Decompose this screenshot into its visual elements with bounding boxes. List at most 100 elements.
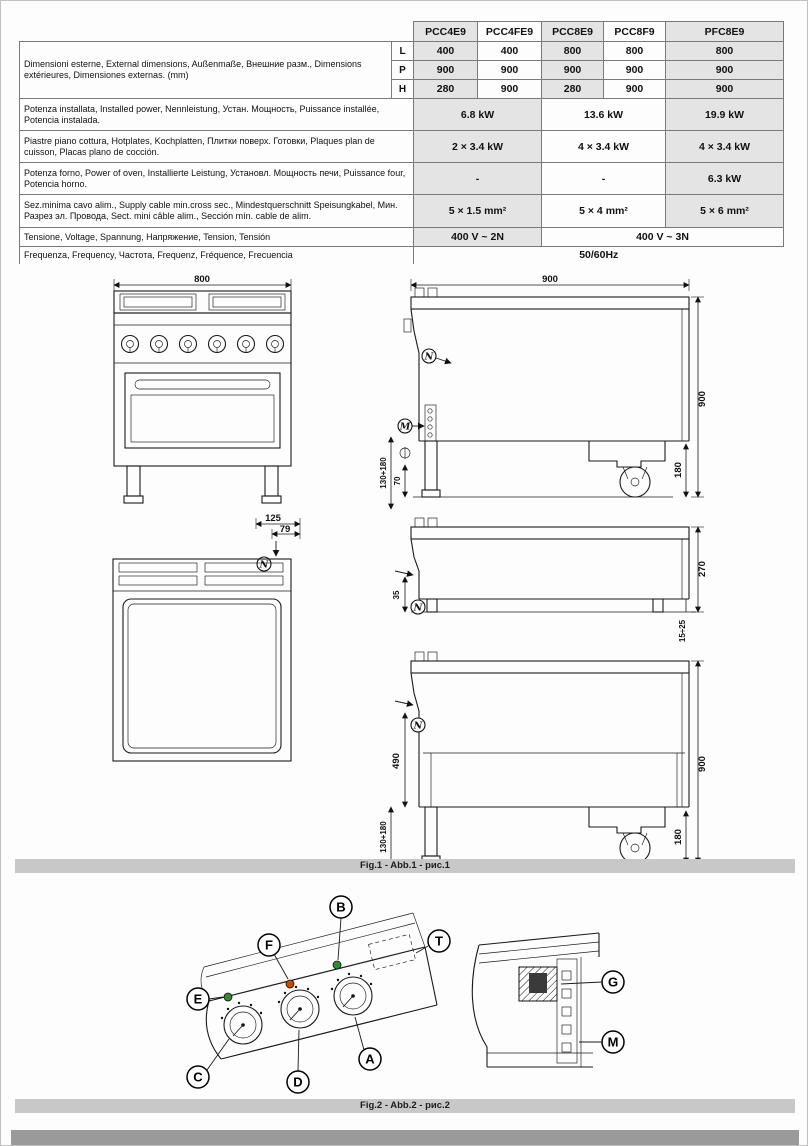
model-column-header: PCC4E9 <box>413 21 478 42</box>
spec-row-label-installed-power: Potenza installata, Installed power, Nen… <box>19 98 414 131</box>
spec-value-cell: 5 × 4 mm² <box>541 194 666 228</box>
spec-value-cell: 900 <box>541 60 604 80</box>
spec-value-cell: 900 <box>413 60 478 80</box>
spec-value-cell: 13.6 kW <box>541 98 666 131</box>
dimension-label: 70 <box>393 476 402 485</box>
svg-text:F: F <box>265 938 273 953</box>
marker-n: N <box>421 348 452 365</box>
callout-m: M <box>579 1030 625 1054</box>
dimension-label: 900 <box>697 756 708 772</box>
callout-t: T <box>415 929 451 954</box>
spec-value-cell: 5 × 1.5 mm² <box>413 194 542 228</box>
fig1-side-view-b: 270 15÷25 35 N <box>392 517 708 642</box>
element-core <box>529 973 547 993</box>
svg-text:M: M <box>608 1035 619 1050</box>
fig2-control-panel: B F T E C D A <box>186 895 451 1094</box>
svg-text:N: N <box>424 352 434 363</box>
marker-m: M <box>397 418 425 434</box>
dimension-label: 490 <box>391 753 402 769</box>
dimension-label: 180 <box>673 462 684 478</box>
fig1-top-view: 125 79 N <box>112 513 301 762</box>
dimension-key: P <box>391 60 414 80</box>
spec-value-cell: 800 <box>665 41 784 61</box>
dimension-label: 125 <box>265 513 282 524</box>
spec-value-cell: - <box>413 162 542 195</box>
svg-text:M: M <box>399 422 411 433</box>
spec-row-label-voltage: Tensione, Voltage, Spannung, Напряжение,… <box>19 227 414 247</box>
callout-d: D <box>286 1029 310 1094</box>
marker-n: N <box>256 556 272 572</box>
dimension-label: 130+180 <box>379 821 388 853</box>
header-spacer <box>20 22 414 42</box>
dimension-key: L <box>391 41 414 61</box>
model-column-header: PCC8F9 <box>603 21 666 42</box>
svg-text:T: T <box>435 934 443 949</box>
callout-e: E <box>186 987 224 1011</box>
dimension-label: 800 <box>194 274 210 285</box>
dimension-label: 180 <box>673 829 684 845</box>
spec-value-cell: 400 V ~ 3N <box>541 227 784 247</box>
spec-row-label-hotplates: Piastre piano cottura, Hotplates, Kochpl… <box>19 130 414 163</box>
spec-value-cell: 4 × 3.4 kW <box>541 130 666 163</box>
svg-text:N: N <box>413 721 423 732</box>
dimension-key: H <box>391 79 414 99</box>
spec-row-label-frequency: Frequenza, Frequency, Частота, Frequenz,… <box>19 246 414 264</box>
spec-value-cell: 5 × 6 mm² <box>665 194 784 228</box>
svg-text:C: C <box>193 1070 203 1085</box>
spec-value-cell: 800 <box>541 41 604 61</box>
spec-row-label-oven-power: Potenza forno, Power of oven, Installier… <box>19 162 414 195</box>
spec-value-cell: 280 <box>541 79 604 99</box>
fig1-side-view-c: 900 180 490 130+180 N <box>379 651 708 859</box>
fig1-side-view-a: 900 N M <box>379 274 708 510</box>
callout-c: C <box>186 1038 230 1089</box>
fig1-caption: Fig.1 - Abb.1 - рис.1 <box>15 859 795 873</box>
indicator-light-green <box>223 992 233 1002</box>
svg-text:E: E <box>194 992 203 1007</box>
spec-value-cell: 4 × 3.4 kW <box>665 130 784 163</box>
fig1-drawing: 800 900 <box>112 274 708 859</box>
spec-value-cell: 2 × 3.4 kW <box>413 130 542 163</box>
spec-row-label-dimensions: Dimensioni esterne, External dimensions,… <box>19 41 392 99</box>
marker-n: N <box>410 717 426 733</box>
model-column-header: PFC8E9 <box>665 21 784 42</box>
fig2-caption: Fig.2 - Abb.2 - рис.2 <box>15 1099 795 1113</box>
spec-value-cell: 280 <box>413 79 478 99</box>
spec-value-cell: 900 <box>603 60 666 80</box>
svg-text:N: N <box>413 603 423 614</box>
fig2-drawing: B F T E C D A <box>186 895 625 1094</box>
dimension-label: 270 <box>697 561 708 577</box>
spec-value-cell: 900 <box>665 79 784 99</box>
spec-value-cell: 50/60Hz <box>413 246 784 264</box>
spec-value-cell: 19.9 kW <box>665 98 784 131</box>
dimension-label: 15÷25 <box>678 619 687 642</box>
spec-row-label-supply-cable: Sez.minima cavo alim., Supply cable min.… <box>19 194 414 228</box>
dimension-label: 35 <box>392 590 401 599</box>
spec-value-cell: 6.8 kW <box>413 98 542 131</box>
spec-value-cell: - <box>541 162 666 195</box>
spec-value-cell: 6.3 kW <box>665 162 784 195</box>
fig1-front-view: 800 <box>113 274 292 504</box>
marker-n: N <box>410 599 426 615</box>
spec-value-cell: 900 <box>665 60 784 80</box>
svg-text:B: B <box>336 900 345 915</box>
spec-value-cell: 900 <box>477 79 542 99</box>
spec-value-cell: 400 <box>477 41 542 61</box>
spec-value-cell: 800 <box>603 41 666 61</box>
indicator-light-red <box>285 979 295 989</box>
dimension-label: 900 <box>542 274 558 285</box>
spec-value-cell: 400 V ~ 2N <box>413 227 542 247</box>
svg-text:N: N <box>259 560 269 571</box>
dimension-label: 130+180 <box>379 457 388 489</box>
model-column-header: PCC4FE9 <box>477 21 542 42</box>
footer-bar <box>11 1130 799 1145</box>
svg-text:A: A <box>365 1052 375 1067</box>
spec-value-cell: 900 <box>603 79 666 99</box>
fig2-section-detail: G M <box>471 932 625 1068</box>
svg-text:G: G <box>608 975 618 990</box>
callout-g: G <box>560 970 625 994</box>
spec-value-cell: 400 <box>413 41 478 61</box>
callout-b: B <box>329 895 353 961</box>
spec-table: PCC4E9 PCC4FE9 PCC8E9 PCC8F9 PFC8E9 Dime… <box>19 21 784 264</box>
indicator-light-green <box>332 960 342 970</box>
